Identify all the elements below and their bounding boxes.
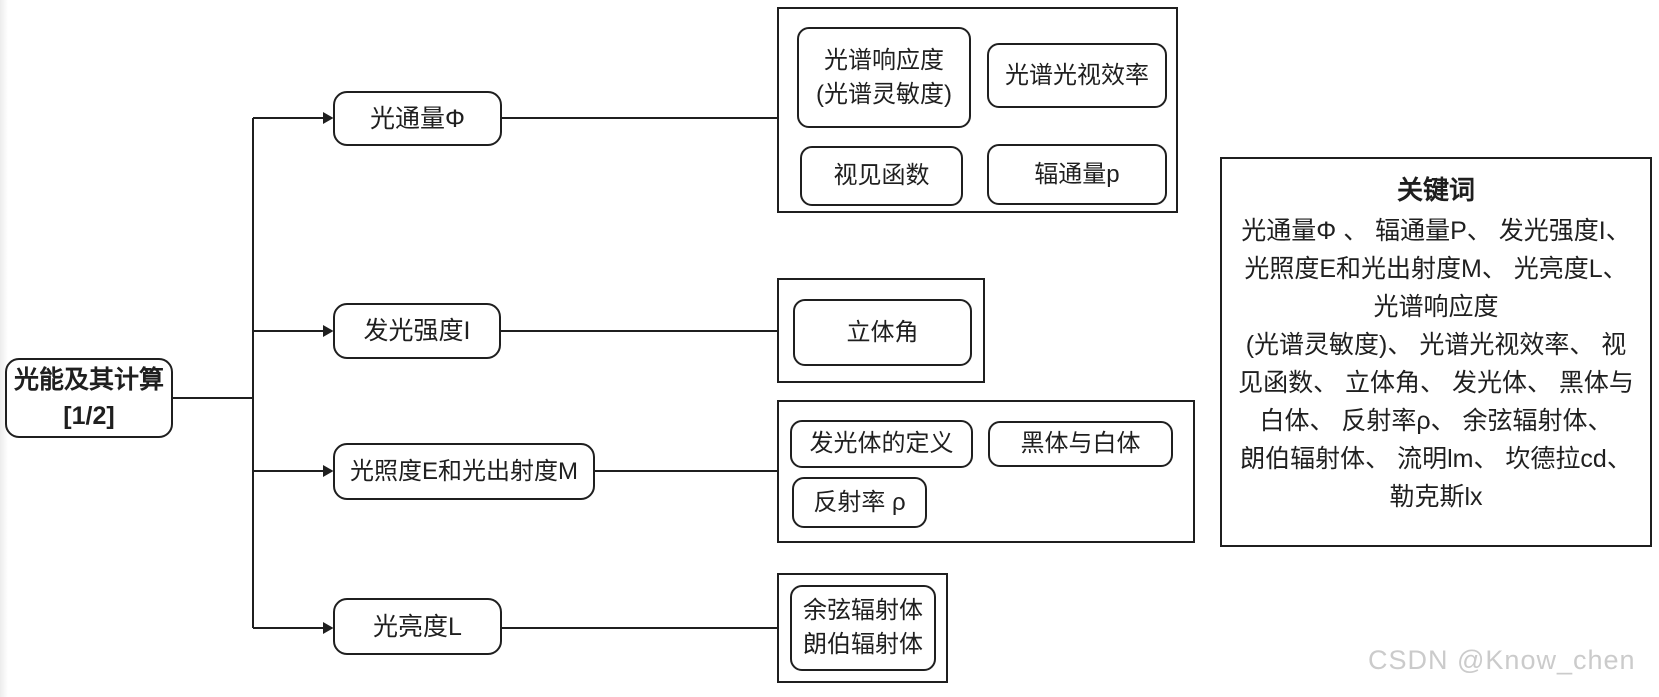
root-page-indicator: [1/2] xyxy=(63,402,115,430)
child-label-line: 余弦辐射体 xyxy=(803,597,923,624)
child-label-line: 视见函数 xyxy=(833,162,930,189)
child-label-line: 辐通量p xyxy=(1034,160,1120,188)
branch-label: 光照度E和光出射度M xyxy=(350,457,578,485)
keywords-line: 光通量Φ 、 辐通量P、 发光强度I、 xyxy=(1241,217,1631,245)
keywords-line: 光照度E和光出射度M、 光亮度L、 xyxy=(1244,255,1628,283)
child-label-line: 光谱光视效率 xyxy=(1005,61,1149,89)
keywords-line: 见函数、 立体角、 发光体、 黑体与 xyxy=(1238,369,1634,397)
keywords-panel: 关键词 光通量Φ 、 辐通量P、 发光强度I、 光照度E和光出射度M、 光亮度L… xyxy=(1220,157,1652,547)
child-label-line: (光谱灵敏度) xyxy=(816,80,952,108)
branch-label: 光通量Φ xyxy=(370,104,465,133)
branch-label: 光亮度L xyxy=(373,612,462,641)
arrowhead-icon xyxy=(323,622,334,634)
page-edge-shadow xyxy=(0,0,8,697)
child-label-line: 朗伯辐射体 xyxy=(803,631,923,658)
root-title: 光能及其计算 xyxy=(13,366,164,394)
keywords-line: (光谱灵敏度)、 光谱光视效率、 视 xyxy=(1245,331,1627,359)
root-node: 光能及其计算 [1/2] xyxy=(5,358,173,438)
child-luminous-body-definition: 发光体的定义 xyxy=(790,420,973,468)
child-cosine-lambertian-radiator: 余弦辐射体 朗伯辐射体 xyxy=(790,585,936,671)
keywords-line: 勒克斯lx xyxy=(1389,483,1483,511)
child-label-line: 反射率 ρ xyxy=(813,488,906,516)
branch-node-illuminance-exitance: 光照度E和光出射度M xyxy=(333,443,595,500)
keywords-line: 白体、 反射率ρ、 余弦辐射体、 xyxy=(1259,407,1613,435)
arrowhead-icon xyxy=(323,325,334,337)
branch-node-luminance: 光亮度L xyxy=(333,598,502,655)
keywords-line: 光谱响应度 xyxy=(1373,293,1499,321)
child-spectral-luminous-efficiency: 光谱光视效率 xyxy=(987,43,1167,108)
arrowhead-icon xyxy=(323,465,334,477)
branch-node-luminous-flux: 光通量Φ xyxy=(333,91,502,146)
child-label-line: 立体角 xyxy=(846,318,919,346)
child-solid-angle: 立体角 xyxy=(793,299,972,366)
child-radiant-flux: 辐通量p xyxy=(987,144,1167,205)
child-label-line: 发光体的定义 xyxy=(809,430,954,457)
arrowhead-icon xyxy=(323,112,334,124)
keywords-title: 关键词 xyxy=(1396,175,1475,205)
branch-node-luminous-intensity: 发光强度I xyxy=(333,303,501,359)
child-label-line: 黑体与白体 xyxy=(1020,430,1141,457)
child-reflectance: 反射率 ρ xyxy=(792,477,927,528)
child-blackbody-whitebody: 黑体与白体 xyxy=(988,421,1173,467)
branch-label: 发光强度I xyxy=(363,317,471,345)
child-visibility-function: 视见函数 xyxy=(800,146,963,206)
child-label-line: 光谱响应度 xyxy=(824,46,944,74)
child-spectral-responsivity: 光谱响应度 (光谱灵敏度) xyxy=(797,27,971,128)
watermark: CSDN @Know_chen xyxy=(1368,645,1636,675)
keywords-line: 朗伯辐射体、 流明lm、 坎德拉cd、 xyxy=(1240,445,1632,473)
